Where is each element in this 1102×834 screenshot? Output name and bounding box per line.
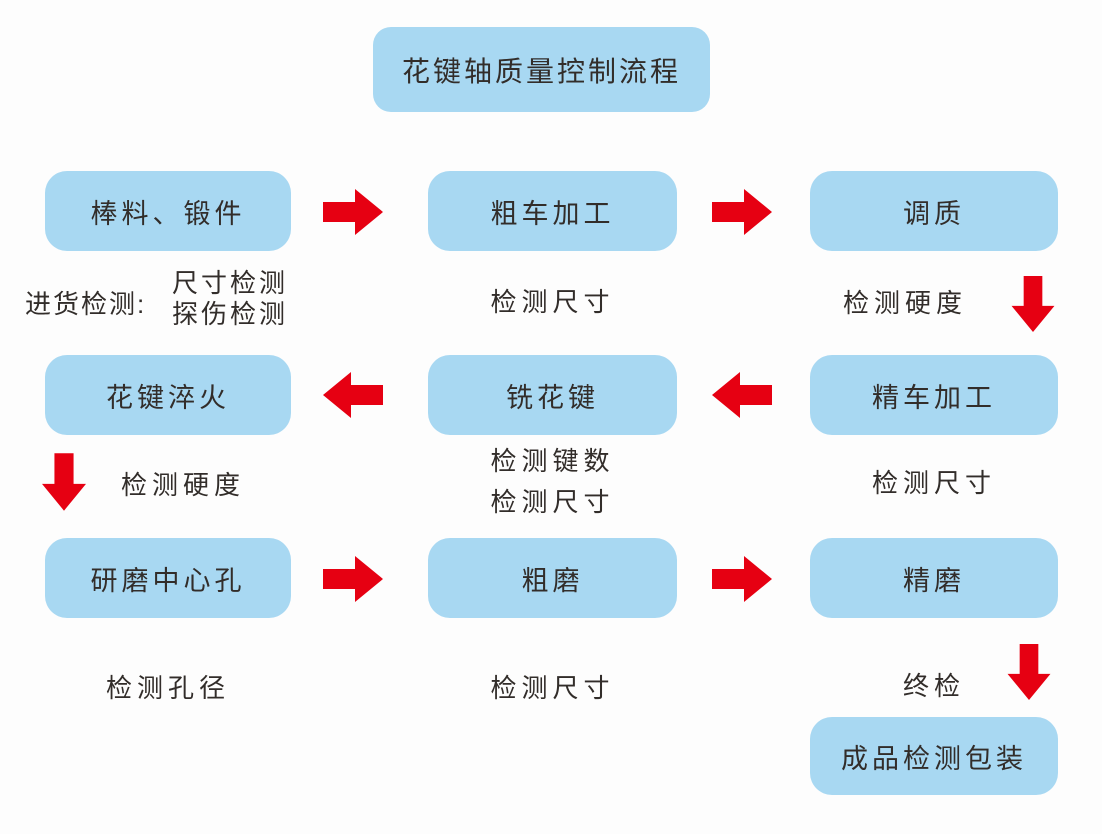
page-title: 花键轴质量控制流程: [373, 27, 710, 112]
note-final-inspection: 终检: [902, 671, 965, 701]
note-dimension-check: 尺寸检测: [172, 268, 289, 298]
note-rough-turning-check: 检测尺寸: [490, 287, 615, 317]
flow-box-tempering: 调质: [810, 171, 1058, 251]
flow-box-spline-milling: 铣花键: [428, 355, 677, 435]
note-incoming-inspection-label: 进货检测:: [25, 289, 147, 319]
note-rough-grinding-check: 检测尺寸: [490, 673, 615, 703]
note-tempering-hardness-check: 检测硬度: [842, 288, 967, 318]
note-milling-dimension-check: 检测尺寸: [490, 487, 615, 517]
flow-box-center-hole-grinding: 研磨中心孔: [45, 538, 291, 618]
arrow-down-icon: [1011, 276, 1055, 332]
arrow-right-icon: [323, 189, 383, 235]
flow-box-rough-grinding: 粗磨: [428, 538, 677, 618]
flow-box-rough-turning: 粗车加工: [428, 171, 677, 251]
flow-box-fine-turning: 精车加工: [810, 355, 1058, 435]
note-key-count-check: 检测键数: [490, 446, 615, 476]
arrow-down-icon: [1007, 644, 1051, 700]
arrow-left-icon: [323, 372, 383, 418]
flow-box-final-packaging: 成品检测包装: [810, 717, 1058, 795]
arrow-right-icon: [712, 189, 772, 235]
arrow-left-icon: [712, 372, 772, 418]
arrow-down-icon: [42, 453, 86, 511]
flow-box-spline-quenching: 花键淬火: [45, 355, 291, 435]
note-incoming-inspection-items: 尺寸检测 探伤检测: [172, 268, 288, 330]
note-flaw-check: 探伤检测: [172, 299, 289, 329]
arrow-right-icon: [712, 556, 772, 602]
note-quenching-hardness-check: 检测硬度: [120, 470, 245, 500]
note-hole-diameter-check: 检测孔径: [105, 673, 230, 703]
note-milling-checks: 检测键数 检测尺寸: [428, 441, 677, 523]
arrow-right-icon: [323, 556, 383, 602]
flow-box-fine-grinding: 精磨: [810, 538, 1058, 618]
flow-box-raw-material: 棒料、锻件: [45, 171, 291, 251]
note-fine-turning-check: 检测尺寸: [871, 468, 996, 498]
